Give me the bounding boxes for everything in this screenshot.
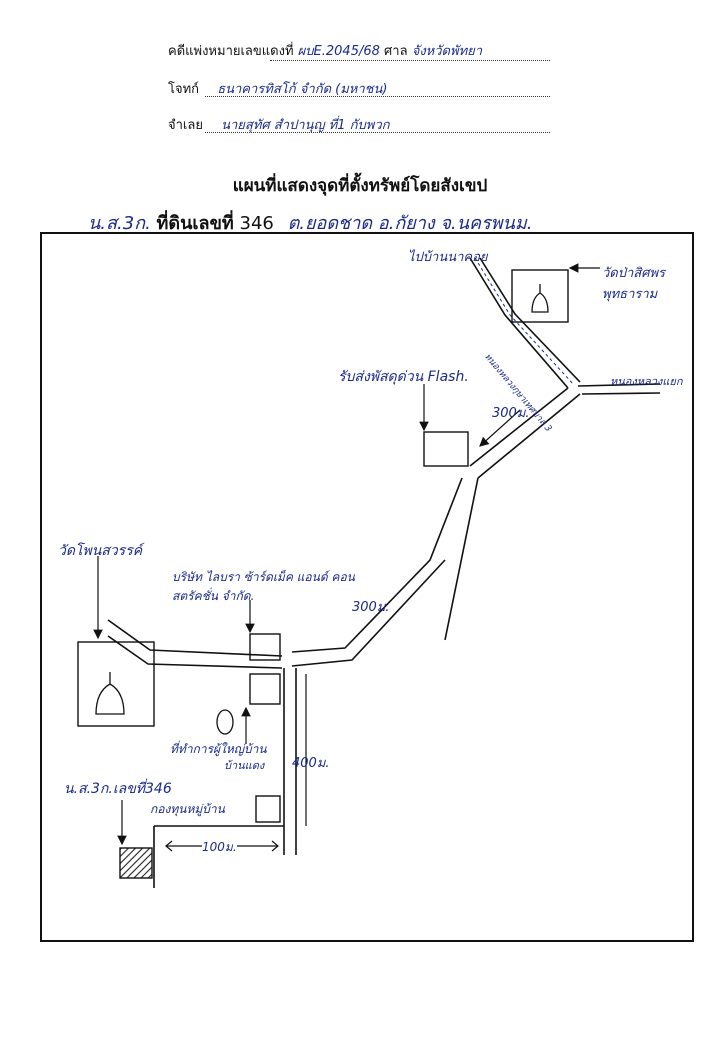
land-prefix: น.ส.3ก. bbox=[88, 213, 151, 234]
temple-ne-icon bbox=[511, 269, 569, 323]
temple-w-icon bbox=[77, 641, 155, 727]
defendant-label: จำเลย bbox=[168, 118, 203, 133]
court-label: ศาล bbox=[384, 44, 408, 59]
road-down-right bbox=[444, 477, 479, 641]
case-row: คดีแพ่งหมายเลขแดงที่ ผบE.2045/68 ศาล จัง… bbox=[168, 40, 482, 61]
case-number: ผบE.2045/68 bbox=[297, 44, 380, 59]
case-label: คดีแพ่งหมายเลขแดงที่ bbox=[168, 44, 294, 59]
road-east-bottom bbox=[581, 392, 661, 395]
land-label: ที่ดินเลขที่ bbox=[156, 213, 234, 234]
plaintiff-name: ธนาคารทิสโก้ จำกัด (มหาชน) bbox=[217, 82, 388, 97]
map-frame bbox=[40, 232, 694, 942]
defendant-underline bbox=[205, 132, 550, 133]
case-underline bbox=[270, 60, 550, 61]
road-west-bottom bbox=[107, 635, 283, 669]
road-ne-right bbox=[479, 257, 581, 383]
label-shop: กองทุนหมู่บ้าน bbox=[150, 802, 225, 816]
company-building-icon bbox=[249, 633, 281, 661]
label-distance-100: 100ม. bbox=[202, 838, 237, 857]
village-office-icon bbox=[249, 673, 281, 705]
road-down-left bbox=[291, 477, 463, 653]
label-distance-300-lower: 300ม. bbox=[352, 600, 390, 615]
plaintiff-row: โจทก์ ธนาคารทิสโก้ จำกัด (มหาชน) bbox=[168, 78, 387, 99]
parcel-346-icon bbox=[119, 847, 153, 879]
defendant-name: นายสุทัศ สำปานุญ ที่1 กับพวก bbox=[221, 118, 390, 133]
road-diag-lower bbox=[477, 393, 581, 479]
road-down-right-2 bbox=[291, 559, 446, 667]
road-ne-left bbox=[469, 257, 569, 389]
label-village-office: ที่ทำการผู้ใหญ่บ้าน bbox=[170, 742, 267, 756]
arrow-300-upper bbox=[479, 409, 521, 447]
label-village-office-2: บ้านแดง bbox=[224, 759, 265, 772]
stupa-w-icon bbox=[95, 672, 125, 715]
court-name: จังหวัดพัทยา bbox=[411, 44, 483, 59]
land-location: ต.ยอดชาด อ.กัยาง จ.นครพนม. bbox=[287, 213, 533, 234]
label-company: บริษัท ไลบรา ซ้าร์ดเม็ค แอนด์ คอนสตรัคชั… bbox=[172, 570, 355, 603]
label-temple-ne: วัดป่าสิศพร พุทธาราม bbox=[602, 266, 666, 302]
road-west-top bbox=[107, 619, 283, 657]
label-to-village: ไปบ้านนาคอย bbox=[408, 250, 488, 265]
road-ne-centerline bbox=[474, 257, 575, 386]
land-line: น.ส.3ก. ที่ดินเลขที่ 346 ต.ยอดชาด อ.กัยา… bbox=[88, 208, 532, 237]
defendant-row: จำเลย นายสุทัศ สำปานุญ ที่1 กับพวก bbox=[168, 114, 390, 135]
road-diag-upper bbox=[469, 387, 569, 467]
plaintiff-label: โจทก์ bbox=[168, 82, 200, 97]
road-east-top bbox=[577, 383, 661, 387]
shop-building-icon bbox=[255, 795, 281, 823]
label-distance-300-upper: 300ม. bbox=[492, 406, 530, 421]
plaintiff-underline bbox=[205, 96, 550, 97]
label-road-east: หนองหลวงแยก bbox=[610, 375, 683, 388]
village-office-tree-icon bbox=[216, 709, 234, 735]
label-parcel-346: น.ส.3ก.เลขที่346 bbox=[64, 781, 172, 797]
label-flash: รับส่งพัสดุด่วน Flash. bbox=[338, 369, 469, 385]
label-temple-west: วัดโพนสวรรค์ bbox=[58, 543, 143, 559]
label-distance-400: 400ม. bbox=[292, 756, 330, 771]
map-title: แผนที่แสดงจุดที่ตั้งทรัพย์โดยสังเขป bbox=[232, 176, 488, 196]
land-number: 346 bbox=[239, 213, 274, 234]
stupa-ne-icon bbox=[531, 284, 549, 313]
flash-building-icon bbox=[423, 431, 469, 467]
